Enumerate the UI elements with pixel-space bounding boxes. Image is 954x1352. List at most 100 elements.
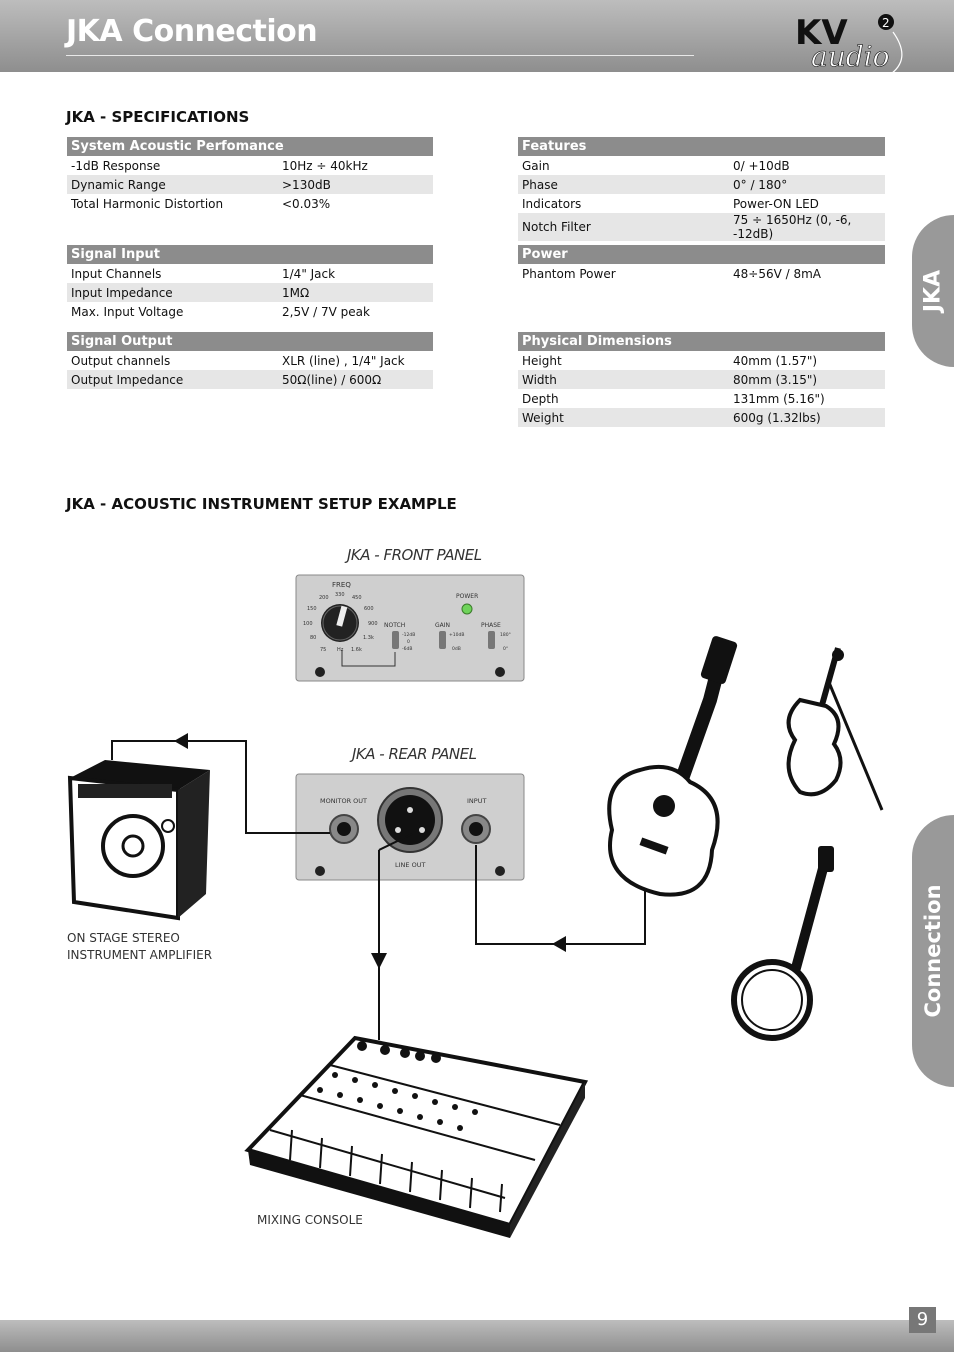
- row-label: Input Impedance: [67, 283, 278, 302]
- amp-caption-line-2: INSTRUMENT AMPLIFIER: [67, 948, 213, 962]
- row-value: 131mm (5.16"): [733, 391, 825, 406]
- row-label: Indicators: [522, 196, 582, 211]
- freq-tick: 150: [307, 606, 317, 612]
- front-label-notch: NOTCH: [384, 622, 405, 629]
- row-label: Output Impedance: [67, 370, 278, 389]
- input-jack: [461, 814, 491, 844]
- row-value: 600g (1.32lbs): [729, 408, 885, 427]
- table-row: Phantom Power 48÷56V / 8mA: [518, 264, 885, 283]
- freq-tick: Hz: [337, 647, 344, 653]
- table-row: Height 40mm (1.57"): [518, 351, 885, 370]
- table-title: System Acoustic Perfomance: [67, 137, 433, 156]
- row-label: Output channels: [71, 353, 171, 368]
- front-label-gain: GAIN: [435, 622, 450, 629]
- row-value: 1MΩ: [278, 283, 433, 302]
- row-value: 2,5V / 7V peak: [282, 304, 370, 319]
- freq-tick: 600: [364, 606, 374, 612]
- row-label: Phantom Power: [522, 266, 616, 281]
- banjo-icon: [731, 846, 834, 1041]
- row-label: Total Harmonic Distortion: [71, 196, 224, 211]
- stage-amplifier: [67, 760, 210, 921]
- page-footer: [0, 1320, 954, 1352]
- side-tab-label: Connection: [921, 884, 945, 1018]
- gain-tick: +10dB: [449, 632, 464, 638]
- notch-switch: [392, 631, 399, 649]
- table-row: Depth 131mm (5.16"): [518, 389, 885, 408]
- rear-label-monitor-out: MONITOR OUT: [320, 797, 367, 805]
- system-performance-table: System Acoustic Perfomance -1dB Response…: [67, 137, 433, 213]
- freq-tick: 450: [352, 595, 362, 601]
- row-value: 50Ω(line) / 600Ω: [278, 370, 433, 389]
- table-title: Signal Input: [67, 245, 433, 264]
- monitor-out-jack: [329, 814, 359, 844]
- setup-heading: JKA - ACOUSTIC INSTRUMENT SETUP EXAMPLE: [66, 495, 457, 513]
- rear-label-line-out: LINE OUT: [395, 861, 425, 869]
- row-label: Gain: [522, 158, 550, 173]
- violin-icon: [786, 647, 884, 811]
- arrow-to-mixer: [371, 953, 387, 969]
- row-label: Notch Filter: [518, 213, 729, 241]
- table-row: Indicators Power-ON LED: [518, 194, 885, 213]
- acoustic-guitar-icon: [607, 636, 738, 897]
- freq-tick: 80: [310, 635, 316, 641]
- logo-audio: audio: [811, 40, 889, 73]
- row-value: Power-ON LED: [733, 196, 819, 211]
- side-tab-label: JKA: [920, 269, 946, 313]
- side-tab-connection[interactable]: Connection: [912, 815, 954, 1087]
- phase-switch: [488, 631, 495, 649]
- row-value: 0° / 180°: [729, 175, 885, 194]
- gain-switch: [439, 631, 446, 649]
- title-underline: [66, 55, 694, 56]
- side-tab-jka[interactable]: JKA: [912, 215, 954, 367]
- front-label-power: POWER: [456, 593, 478, 600]
- mixer-caption: MIXING CONSOLE: [257, 1213, 363, 1227]
- rear-label-input: INPUT: [467, 797, 486, 805]
- mixing-console-icon: [244, 1035, 589, 1238]
- kv2-audio-logo: KV 2 audio: [795, 13, 903, 80]
- arrow-to-amp: [174, 733, 188, 749]
- row-value: 40mm (1.57"): [733, 353, 818, 368]
- power-table: Power Phantom Power 48÷56V / 8mA: [518, 245, 885, 283]
- row-value: >130dB: [278, 175, 433, 194]
- notch-tick: 0: [407, 639, 410, 645]
- freq-tick: 1.6k: [351, 647, 362, 653]
- row-value: <0.03%: [282, 196, 331, 211]
- rear-panel: MONITOR OUT INPUT LINE OUT: [295, 773, 525, 881]
- table-title: Signal Output: [67, 332, 433, 351]
- power-led: [461, 603, 473, 615]
- amp-caption-line-1: ON STAGE STEREO: [67, 931, 180, 945]
- table-row: Max. Input Voltage 2,5V / 7V peak: [67, 302, 433, 321]
- row-label: Depth: [522, 391, 559, 406]
- row-value: 1/4" Jack: [282, 266, 336, 281]
- notch-tick: -12dB: [402, 632, 415, 638]
- row-label: Max. Input Voltage: [71, 304, 184, 319]
- row-value: 10Hz ÷ 40kHz: [282, 158, 368, 173]
- cables: [111, 740, 646, 1040]
- front-label-phase: PHASE: [481, 622, 501, 629]
- row-value: 48÷56V / 8mA: [733, 266, 822, 281]
- page-header: [0, 0, 954, 72]
- arrow-from-guitar: [552, 936, 566, 952]
- row-label: Weight: [518, 408, 729, 427]
- front-panel-label: JKA - FRONT PANEL: [347, 546, 482, 564]
- page-number: 9: [909, 1307, 936, 1333]
- front-panel: FREQ 200 330 450 150 600 100 900 80 1.3k…: [295, 574, 525, 682]
- row-label: Height: [522, 353, 562, 368]
- row-label: Width: [518, 370, 729, 389]
- table-title: Power: [518, 245, 885, 264]
- row-value: 75 ÷ 1650Hz (0, -6, -12dB): [729, 213, 885, 241]
- amp-caption: ON STAGE STEREO INSTRUMENT AMPLIFIER: [67, 930, 212, 964]
- row-value: 0/ +10dB: [733, 158, 790, 173]
- table-row: Dynamic Range>130dB: [67, 175, 433, 194]
